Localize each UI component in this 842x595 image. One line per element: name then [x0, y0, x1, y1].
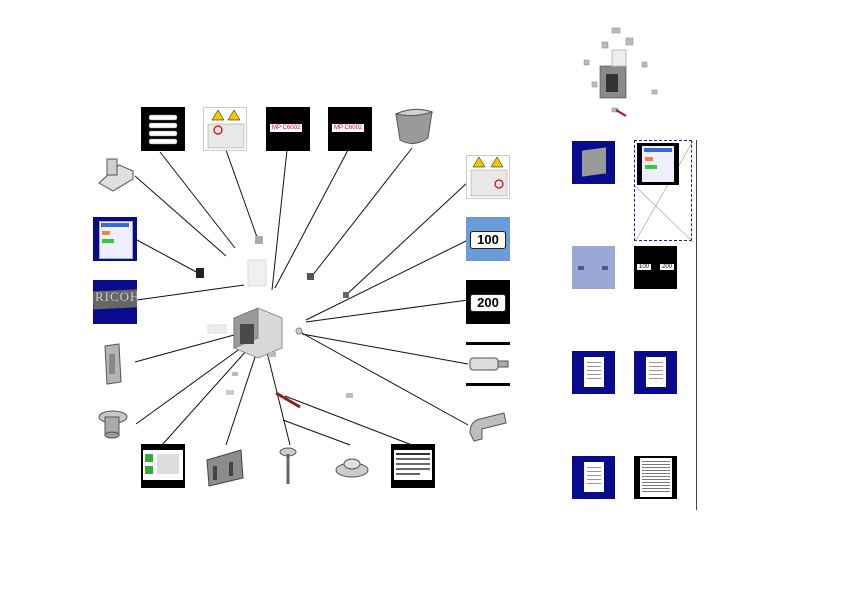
grey-panel-thumb: [572, 141, 615, 184]
cable-icon: [469, 357, 509, 371]
knob-thumb: [93, 403, 137, 447]
warning-label-thumb: [203, 107, 247, 151]
leader-line: [134, 175, 227, 257]
leader-line: [299, 331, 469, 426]
leader-line: [136, 239, 201, 275]
thumb-counter-200: 200: [660, 264, 675, 270]
document-thumb-3: [572, 456, 615, 499]
leader-line: [225, 341, 261, 446]
panel-divider: [696, 140, 697, 510]
counter-200-thumb: 200: [466, 280, 510, 324]
spec-table-thumb: [391, 444, 435, 488]
model-label-thumb-2: MP C6002: [328, 107, 372, 151]
nameplate-thumb: RICOH: [93, 280, 137, 324]
counter-100-label: 100: [470, 231, 506, 249]
warning-icon: [490, 156, 504, 168]
cable-thumb: [466, 342, 510, 386]
thumb-counter-100: 100: [637, 264, 652, 270]
screw-thumb: [268, 444, 312, 488]
counter-200-label: 200: [470, 294, 506, 312]
model-label-text: MP C6002: [270, 124, 303, 132]
spec-sheet-thumb: [634, 456, 677, 499]
document-thumb-2: [634, 351, 677, 394]
no-touch-icon: [213, 125, 223, 135]
label-sheet-thumb: [141, 107, 185, 151]
panel-thumb: [203, 444, 247, 488]
nameplate-text: RICOH: [95, 289, 137, 304]
washer-thumb: [330, 444, 374, 488]
screw-icon: [279, 447, 297, 484]
model-label-text: MP C6002: [332, 124, 365, 132]
leader-line: [271, 149, 288, 291]
leader-line: [305, 239, 469, 321]
leader-line: [301, 333, 469, 365]
leader-line: [135, 339, 253, 425]
leader-line: [282, 419, 351, 446]
hook-bracket-thumb: [466, 403, 510, 447]
document-thumb-1: [572, 351, 615, 394]
counters-thumb: 100 200: [634, 246, 677, 289]
leader-line: [161, 339, 257, 446]
instruction-label-thumb: [141, 444, 185, 488]
overview-diagram: [572, 20, 682, 128]
leader-line: [305, 299, 469, 323]
warning-icon: [472, 156, 486, 168]
leader-line: [136, 284, 245, 301]
selected-thumb-frame[interactable]: [634, 140, 693, 242]
leader-line: [284, 395, 413, 446]
info-card-thumb: [93, 217, 137, 261]
toner-tray-thumb: [392, 104, 436, 148]
leader-line: [274, 149, 349, 289]
bracket-thumb: [93, 155, 137, 197]
warning-label-thumb-right: [466, 155, 510, 199]
leader-line: [225, 149, 259, 241]
warning-icon: [211, 109, 225, 121]
leader-line: [311, 147, 413, 277]
leader-line: [344, 181, 469, 297]
counter-100-thumb: 100: [466, 217, 510, 261]
leader-line: [159, 151, 236, 249]
warning-icon: [227, 109, 241, 121]
no-touch-icon: [494, 179, 504, 189]
side-cover-thumb: [93, 342, 137, 386]
model-label-thumb-1: MP C6002: [266, 107, 310, 151]
light-blue-thumb: [572, 246, 615, 289]
leader-line: [134, 331, 246, 363]
machine-body: [196, 236, 353, 409]
